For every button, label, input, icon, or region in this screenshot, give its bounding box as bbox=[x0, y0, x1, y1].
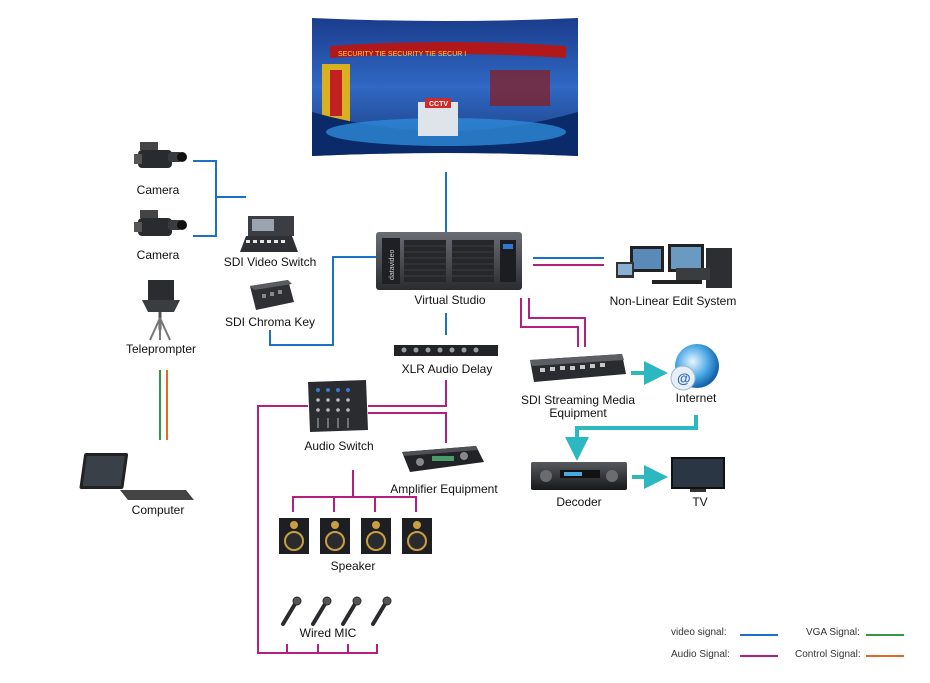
speaker-1-icon bbox=[279, 518, 309, 554]
svg-text:datavideo: datavideo bbox=[389, 250, 396, 280]
nle-label: Non-Linear Edit System bbox=[609, 294, 737, 308]
legend-audio-swatch bbox=[740, 655, 778, 657]
audio-switch-label: Audio Switch bbox=[304, 439, 374, 453]
speaker-2-icon bbox=[320, 518, 350, 554]
svg-text:CCTV: CCTV bbox=[429, 101, 448, 108]
svg-text:SECURITY TIE SECURITY TIE: SECURITY TIE SECURITY TIE SECUR I bbox=[338, 51, 466, 58]
audio-mixer-icon bbox=[308, 380, 368, 432]
tv-icon bbox=[671, 457, 725, 492]
network-lines bbox=[565, 361, 698, 489]
decoder-icon bbox=[531, 462, 627, 490]
speaker-3-icon bbox=[361, 518, 391, 554]
audio-delay-label: XLR Audio Delay bbox=[401, 362, 493, 376]
chroma-key-icon bbox=[250, 280, 294, 310]
legend-video-swatch bbox=[740, 634, 778, 636]
wired-mic-label: Wired MIC bbox=[299, 626, 357, 640]
computer-label: Computer bbox=[131, 503, 185, 517]
audio-delay-icon bbox=[394, 345, 498, 356]
internet-globe-icon: @ bbox=[670, 344, 719, 391]
amplifier-label: Amplifier Equipment bbox=[390, 482, 498, 496]
legend-control-label: Control Signal: bbox=[795, 649, 861, 660]
teleprompter-icon bbox=[142, 280, 180, 341]
legend-vga-swatch bbox=[866, 634, 904, 636]
streaming-label: SDI Streaming Media Equipment bbox=[520, 393, 636, 420]
camera-2-icon bbox=[134, 210, 187, 236]
camera-2-label: Camera bbox=[136, 248, 180, 262]
teleprompter-label: Teleprompter bbox=[125, 342, 197, 356]
laptop-icon bbox=[79, 453, 194, 500]
decoder-label: Decoder bbox=[556, 495, 602, 509]
wired-mics-icon bbox=[281, 596, 392, 626]
svg-text:@: @ bbox=[677, 370, 691, 386]
camera-1-icon bbox=[134, 142, 187, 168]
legend-vga-label: VGA Signal: bbox=[806, 627, 860, 638]
virtual-studio-screen: SECURITY TIE SECURITY TIE SECUR I CCTV bbox=[312, 18, 578, 156]
video-switch-icon bbox=[240, 216, 298, 252]
tv-label: TV bbox=[692, 495, 708, 509]
camera-1-label: Camera bbox=[136, 183, 180, 197]
chroma-key-label: SDI Chroma Key bbox=[224, 315, 316, 329]
virtual-studio-server-icon: datavideo bbox=[376, 232, 522, 290]
speaker-label: Speaker bbox=[330, 559, 376, 573]
legend-control-swatch bbox=[866, 655, 904, 657]
video-signal-lines bbox=[193, 160, 604, 346]
legend-audio-label: Audio Signal: bbox=[671, 649, 730, 660]
speaker-4-icon bbox=[402, 518, 432, 554]
streaming-encoder-icon bbox=[530, 354, 626, 382]
video-switch-label: SDI Video Switch bbox=[223, 255, 317, 269]
legend-video-label: video signal: bbox=[671, 627, 727, 638]
amplifier-icon bbox=[402, 446, 484, 472]
virtual-studio-label: Virtual Studio bbox=[414, 293, 486, 307]
nle-workstation-icon bbox=[616, 244, 732, 288]
audio-signal-lines bbox=[257, 264, 604, 654]
internet-label: Internet bbox=[675, 391, 717, 405]
